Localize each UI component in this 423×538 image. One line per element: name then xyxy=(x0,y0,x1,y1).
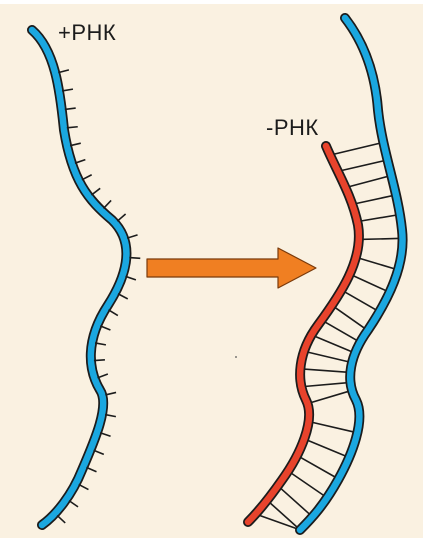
positive-strand-left xyxy=(32,30,126,525)
strand-tick xyxy=(104,200,112,208)
base-pair-rung xyxy=(300,369,350,373)
strand-tick xyxy=(118,294,128,299)
base-pair-rung xyxy=(267,500,300,530)
base-pair-rung xyxy=(256,514,301,530)
strand-tick xyxy=(69,501,78,507)
strand-tick xyxy=(129,258,140,259)
base-pair-rung xyxy=(332,305,368,330)
stray-dot xyxy=(235,356,237,358)
base-pair-rung xyxy=(311,335,355,353)
base-pair-rung xyxy=(357,214,400,221)
strand-tick xyxy=(98,374,108,378)
base-pair-rung xyxy=(342,290,380,312)
transition-arrow xyxy=(147,248,316,288)
strand-tick xyxy=(82,175,92,180)
strand-tick xyxy=(94,450,104,454)
base-pair-rung xyxy=(359,238,403,239)
strand-tick xyxy=(86,467,96,471)
base-pair-rung xyxy=(304,439,349,458)
strand-tick xyxy=(125,276,135,280)
strand-tick xyxy=(108,310,117,316)
base-pair-rung xyxy=(288,471,327,498)
base-pair-rung xyxy=(350,274,390,292)
base-pair-rung xyxy=(356,257,398,270)
base-pair-rung xyxy=(345,175,391,187)
strand-tick xyxy=(67,127,78,128)
base-pair-rung xyxy=(278,486,313,517)
negative-rna-label: -РНК xyxy=(266,115,319,141)
base-pair-rung xyxy=(301,382,350,386)
base-pair-rung xyxy=(330,142,383,155)
strand-tick xyxy=(100,326,110,330)
base-pair-rung xyxy=(322,320,361,342)
strand-tick xyxy=(79,484,89,489)
base-pair-rung xyxy=(309,421,358,432)
base-pair-rung xyxy=(338,160,388,171)
base-pair-rung xyxy=(297,455,338,479)
base-pair-rung xyxy=(352,195,396,204)
base-pair-rung xyxy=(304,351,352,362)
strand-tick xyxy=(91,188,100,195)
base-pair-rungs xyxy=(256,142,403,529)
positive-rna-label: +РНК xyxy=(58,20,116,46)
strand-tick xyxy=(100,433,110,437)
strand-tick xyxy=(117,214,125,221)
strand-tick xyxy=(57,515,65,523)
strand-tick xyxy=(94,360,105,361)
base-pair-rung xyxy=(307,390,352,403)
